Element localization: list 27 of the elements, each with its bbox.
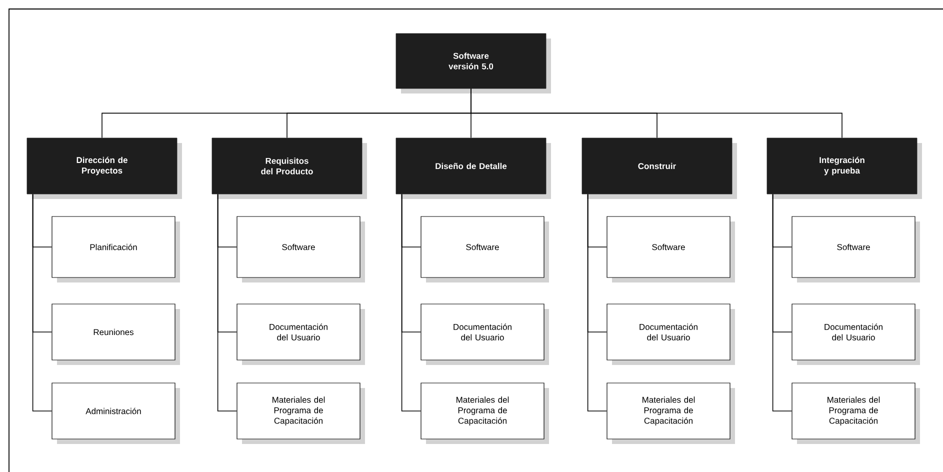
task-box: Documentación del Usuario bbox=[236, 304, 365, 365]
connector-line bbox=[32, 194, 52, 412]
heading-box: Diseño de Detalle bbox=[396, 138, 551, 199]
connector-line bbox=[217, 194, 238, 412]
connector-line bbox=[401, 194, 422, 412]
connector-line bbox=[587, 194, 608, 412]
heading-box: Requisitos del Producto bbox=[212, 138, 367, 199]
task-box: Documentación del Usuario bbox=[420, 304, 549, 365]
task-box: Administración bbox=[52, 382, 180, 444]
task-box: Materiales del Programa de Capacitación bbox=[792, 382, 920, 444]
connector-line bbox=[772, 194, 792, 412]
task-box: Software bbox=[420, 216, 549, 282]
task-box: Software bbox=[792, 216, 920, 282]
connector-line bbox=[470, 88, 842, 138]
heading-box: Integración y prueba bbox=[766, 138, 922, 199]
heading-box: Dirección de Proyectos bbox=[26, 138, 182, 199]
task-box: Documentación del Usuario bbox=[792, 304, 920, 365]
task-box: Materiales del Programa de Capacitación bbox=[236, 382, 365, 444]
task-box: Materiales del Programa de Capacitación bbox=[606, 382, 735, 444]
task-box: Software bbox=[606, 216, 735, 282]
task-box: Software bbox=[236, 216, 365, 282]
heading-box: Software versión 5.0 bbox=[396, 33, 551, 94]
task-box: Reuniones bbox=[52, 304, 180, 365]
heading-box: Construir bbox=[582, 138, 737, 199]
task-box: Materiales del Programa de Capacitación bbox=[420, 382, 549, 444]
task-box: Documentación del Usuario bbox=[606, 304, 735, 365]
task-box: Planificación bbox=[52, 216, 180, 282]
